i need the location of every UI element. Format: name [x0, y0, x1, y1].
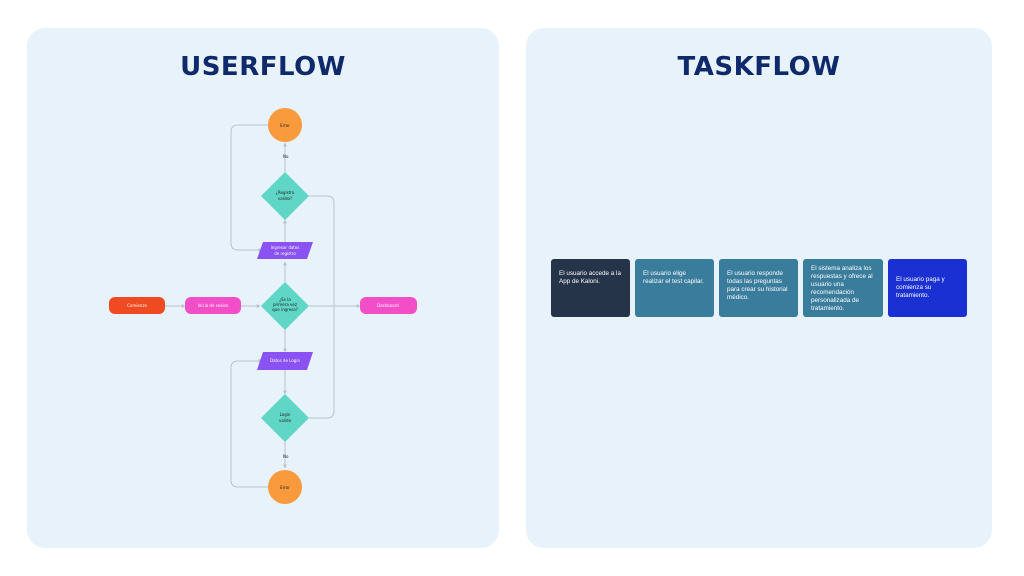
task-step-2: El usuario elige realizar el test capila…: [635, 259, 714, 317]
first-time-line-2: primera vez: [273, 302, 297, 307]
edge-regvalid-to-dashboard: [309, 195, 335, 306]
error-top-node: Error: [268, 108, 302, 142]
task-step-5: El usuario paga y comienza su tratamient…: [888, 259, 967, 317]
error-bottom-node: Error: [268, 470, 302, 504]
login-valid-line-2: valido: [279, 418, 292, 423]
edge-label-no-bottom: No: [283, 454, 289, 459]
first-time-line-1: ¿Es la: [279, 297, 291, 302]
login-valid-line-1: Login: [280, 412, 291, 417]
userflow-title: USERFLOW: [180, 52, 346, 82]
dashboard-node: Dashboard: [360, 297, 417, 314]
registration-valid-line-1: ¿Registro: [276, 190, 295, 195]
connector-lines: [165, 124, 361, 488]
start-node: Comienzo: [109, 297, 165, 314]
edge-loginvalid-to-dashboard: [309, 306, 335, 419]
start-label: Comienzo: [127, 303, 147, 308]
userflow-panel: [27, 28, 499, 548]
error-top-label: Error: [280, 123, 290, 128]
error-bottom-label: Error: [280, 485, 290, 490]
task-step-1: El usuario accede a la App de Kaloni.: [551, 259, 630, 317]
login-data-label: Datos de Login: [270, 358, 300, 363]
registration-data-line-1: Ingresar datos: [271, 245, 300, 250]
login-data-node: Datos de Login: [257, 352, 313, 370]
login-start-label: Inicio de sesion: [198, 303, 229, 308]
registration-data-line-2: de registro: [274, 251, 296, 256]
edge-error-loop-top: [230, 124, 268, 252]
first-time-decision: ¿Es la primera vez que ingresa?: [261, 282, 309, 330]
login-start-node: Inicio de sesion: [185, 297, 241, 314]
task-step-3: El usuario responde todas las preguntas …: [719, 259, 798, 317]
registration-data-node: Ingresar datos de registro: [257, 242, 313, 259]
dashboard-label: Dashboard: [377, 303, 399, 308]
task-step-4: El sistema analiza los respuestas y ofre…: [803, 259, 883, 317]
registration-valid-line-2: valido?: [278, 196, 292, 201]
login-valid-decision: Login valido: [261, 394, 309, 442]
first-time-line-3: que ingresa?: [272, 307, 298, 312]
registration-valid-decision: ¿Registro valido?: [261, 172, 309, 220]
edge-label-no-top: No: [283, 154, 289, 159]
taskflow-title: TASKFLOW: [677, 52, 841, 82]
edge-error-loop-bottom: [230, 359, 268, 488]
